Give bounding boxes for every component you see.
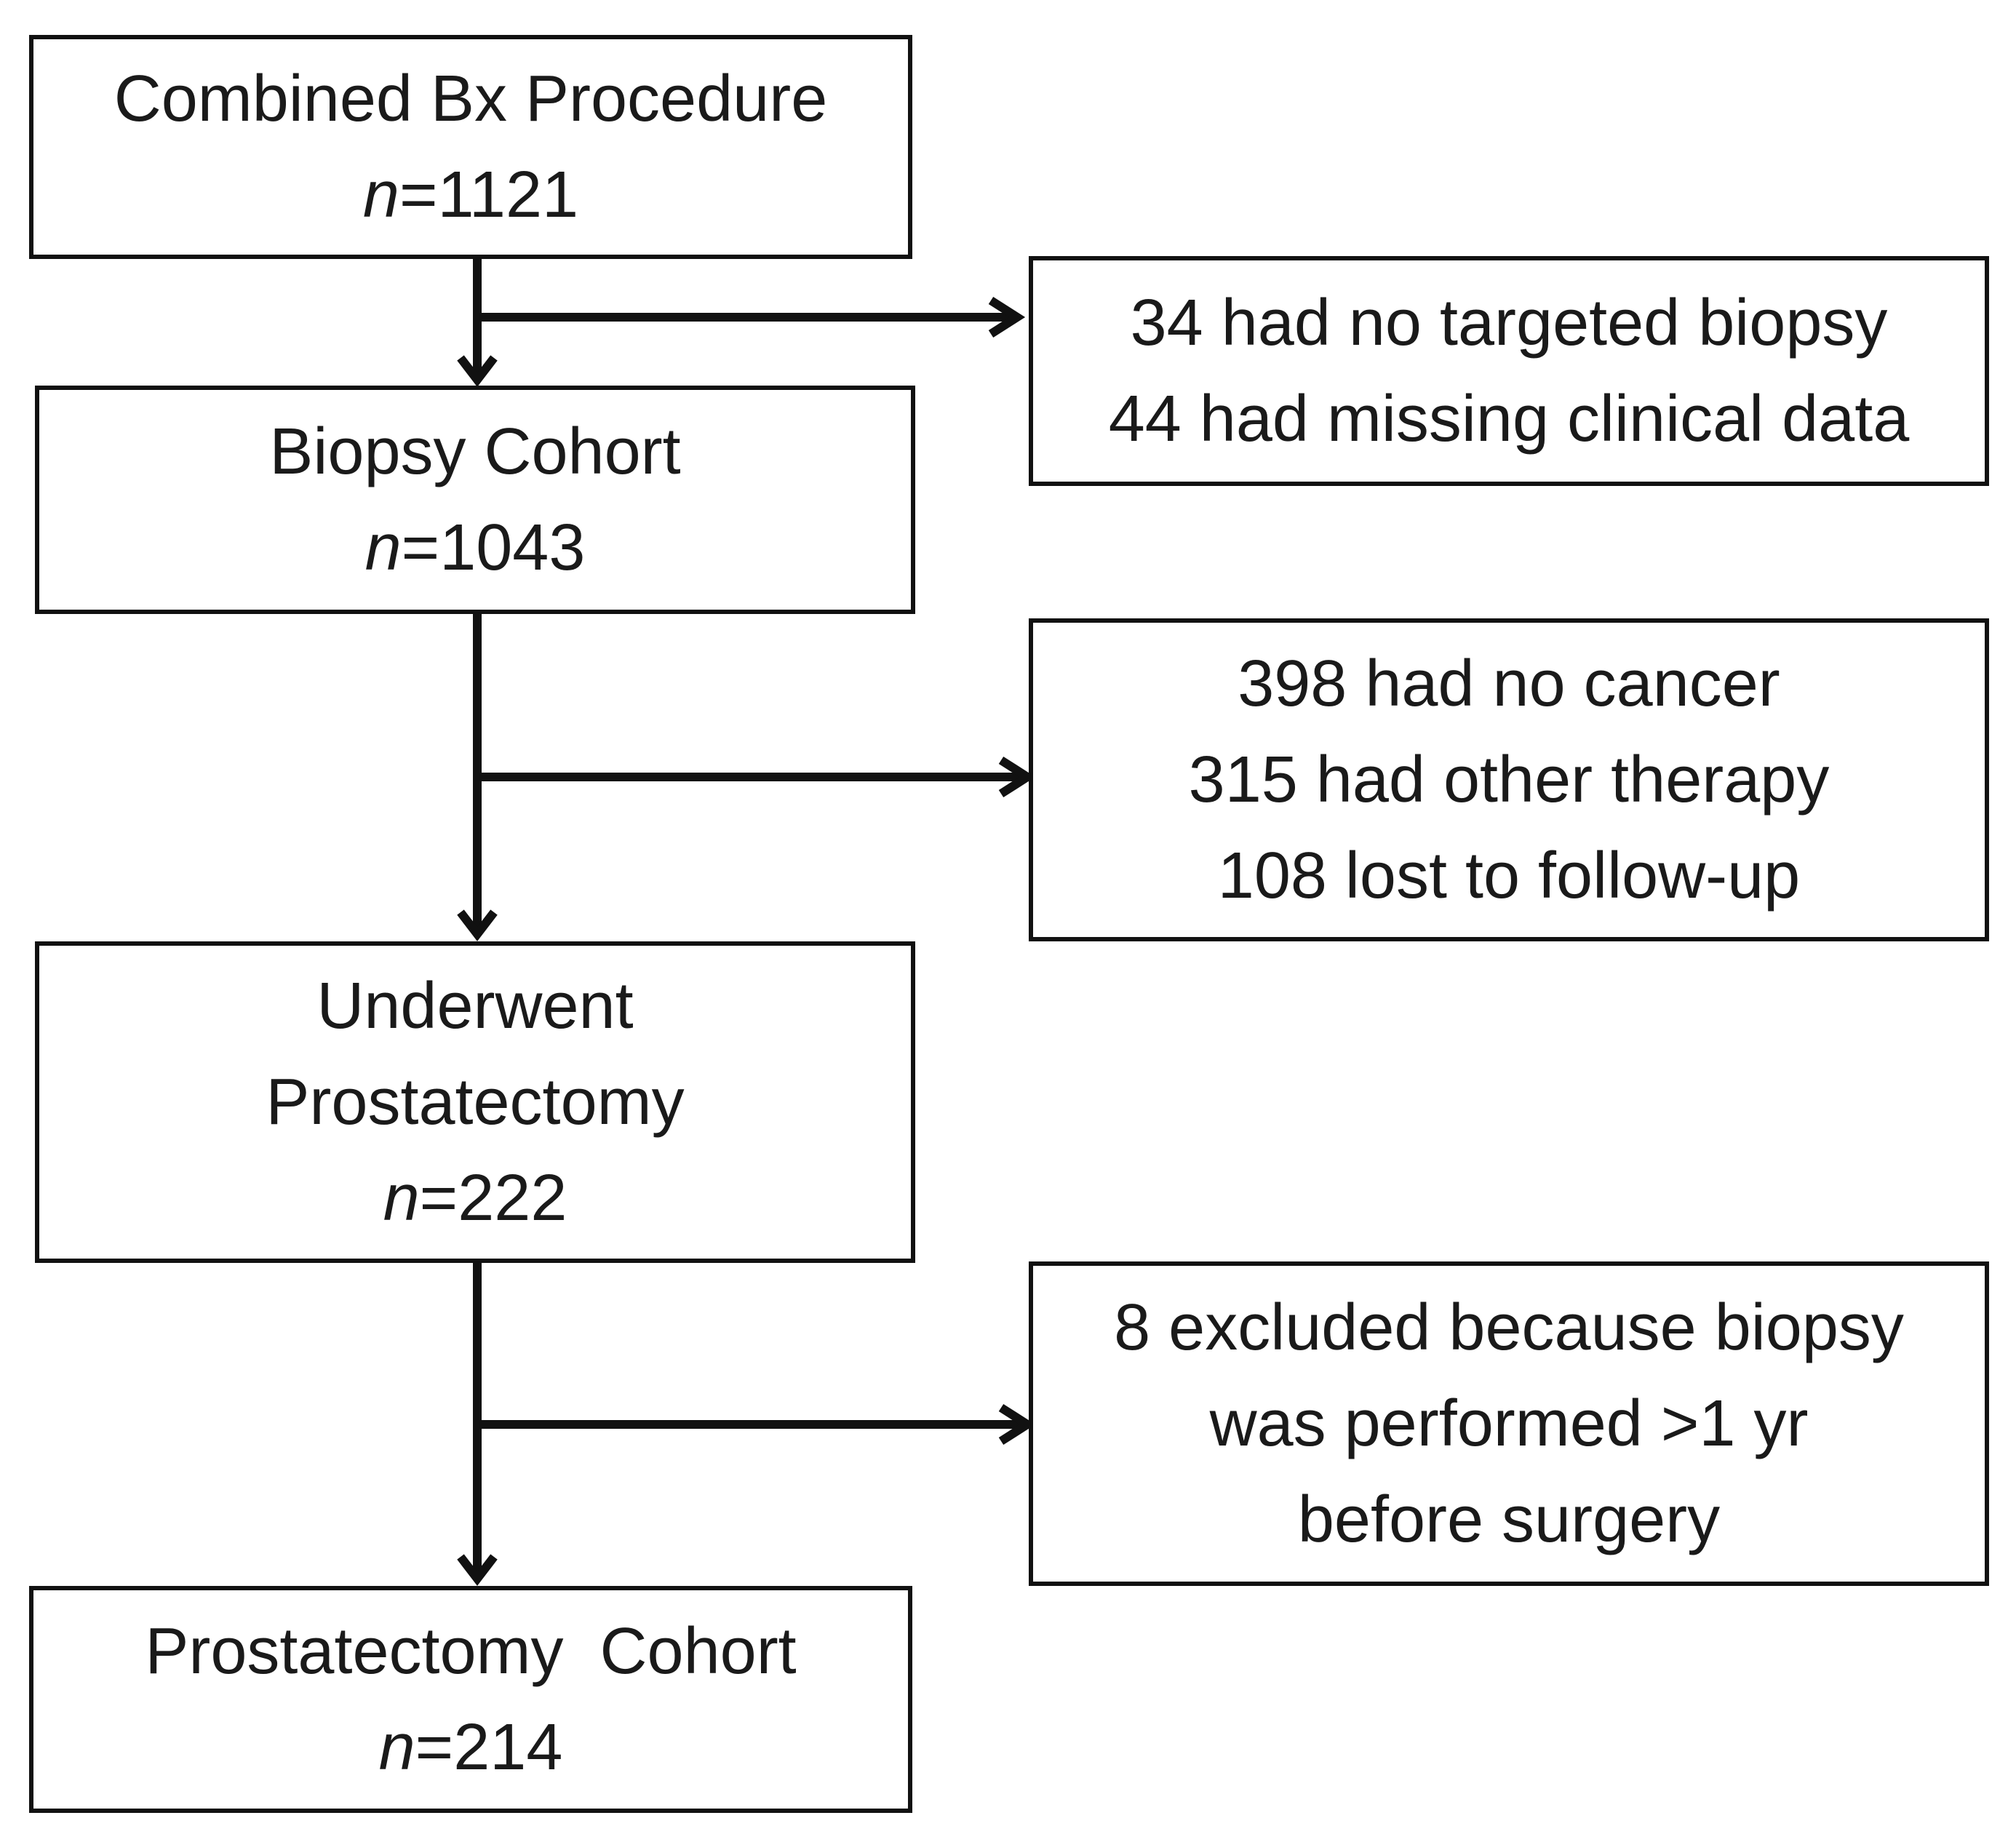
n-value: =1043 (401, 511, 586, 584)
box-exclusion-3: 8 excluded because biopsy was performed … (1029, 1261, 1989, 1586)
box-count: n=1043 (365, 500, 586, 596)
n-variable: n (383, 1162, 420, 1235)
box-count: n=222 (383, 1150, 567, 1246)
exclusion-line: 8 excluded because biopsy (1114, 1291, 1904, 1364)
box-title-line-2: Prostatectomy (266, 1066, 685, 1139)
box-title: Combined Bx Procedure (113, 63, 828, 135)
n-value: =222 (419, 1162, 567, 1235)
exclusion-line: 34 had no targeted biopsy (1130, 287, 1888, 359)
n-variable: n (362, 159, 399, 231)
arrowhead-exclusion-3 (998, 1403, 1036, 1446)
box-combined-bx-procedure: Combined Bx Procedure n=1121 (29, 35, 912, 259)
arrowhead-main-2 (457, 909, 498, 941)
exclusion-line: 398 had no cancer (1238, 647, 1780, 720)
exclusion-line: 44 had missing clinical data (1108, 383, 1910, 455)
arrowhead-main-1 (457, 355, 498, 387)
arrowhead-exclusion-2 (998, 756, 1036, 798)
exclusion-line: 315 had other therapy (1188, 743, 1830, 816)
exclusion-line: was performed >1 yr (1209, 1387, 1809, 1460)
n-variable: n (378, 1711, 415, 1784)
box-title: Prostatectomy Cohort (145, 1615, 797, 1688)
n-value: =214 (415, 1711, 563, 1784)
exclusion-line: 108 lost to follow-up (1217, 840, 1801, 912)
box-count: n=214 (379, 1699, 563, 1795)
box-exclusion-2: 398 had no cancer 315 had other therapy … (1029, 618, 1989, 941)
arrowhead-exclusion-1 (988, 296, 1026, 338)
n-value: =1121 (399, 159, 579, 231)
box-biopsy-cohort: Biopsy Cohort n=1043 (35, 386, 915, 614)
box-prostatectomy-cohort: Prostatectomy Cohort n=214 (29, 1586, 912, 1813)
box-underwent-prostatectomy: Underwent Prostatectomy n=222 (35, 941, 915, 1263)
exclusion-line: before surgery (1297, 1483, 1721, 1556)
arrowhead-main-3 (457, 1554, 498, 1586)
n-variable: n (364, 511, 402, 584)
box-title-line-1: Underwent (316, 970, 634, 1042)
box-count: n=1121 (363, 147, 578, 243)
box-title: Biopsy Cohort (269, 415, 681, 488)
box-exclusion-1: 34 had no targeted biopsy 44 had missing… (1029, 256, 1989, 486)
